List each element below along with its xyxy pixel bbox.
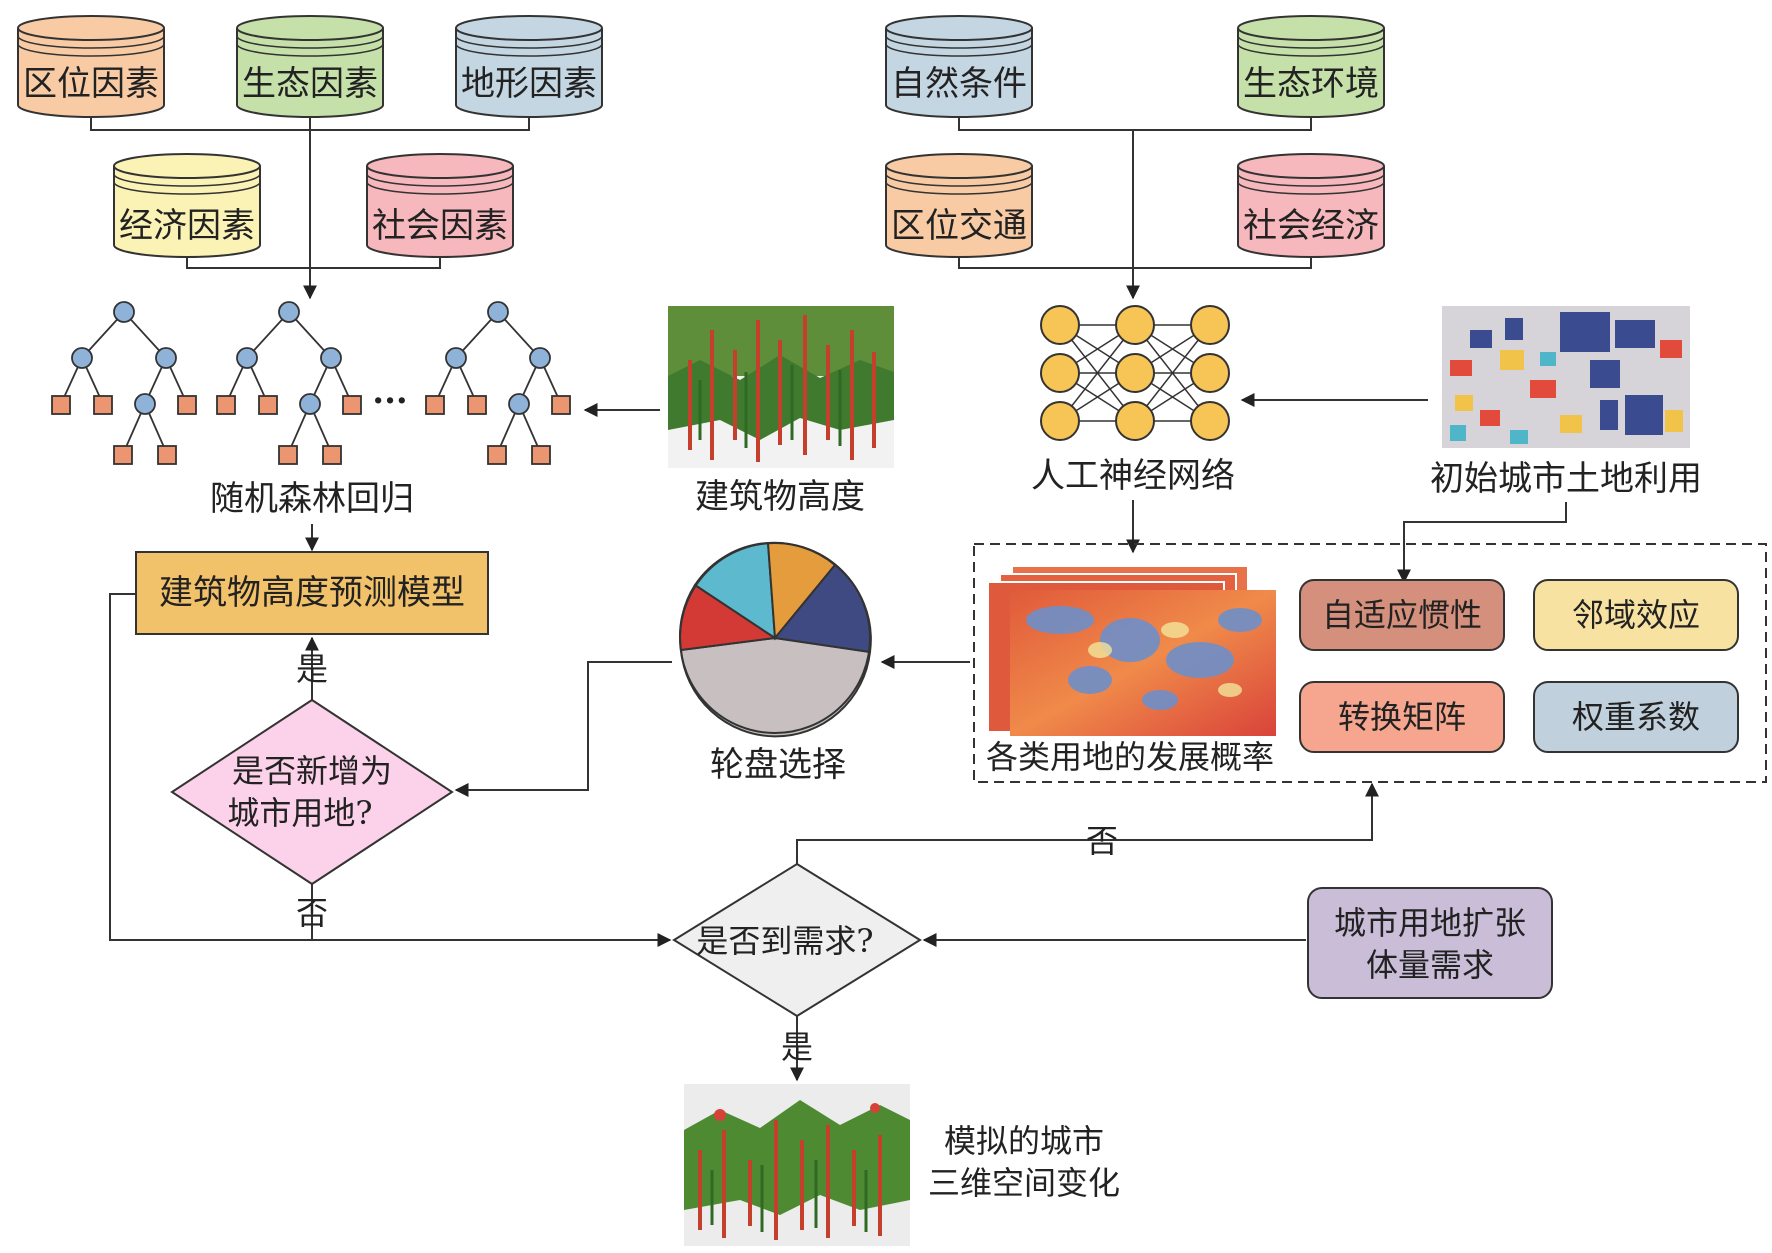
arrow-no-to-factors <box>796 782 1379 864</box>
cylinder-economy-factor: 经济因素 <box>113 153 261 258</box>
roulette-label: 轮盘选择 <box>710 745 846 785</box>
weight-coef-label: 权重系数 <box>1572 698 1700 736</box>
transition-matrix-label: 转换矩阵 <box>1338 698 1466 736</box>
new-urban-land-decision: 是否新增为 城市用地? <box>170 698 454 886</box>
random-forest-trees: ··· <box>51 301 571 465</box>
probability-heatmaps <box>987 565 1276 736</box>
cylinder-label: 自然条件 <box>891 64 1027 104</box>
no-branch-connectors <box>109 593 672 947</box>
demand-decision: 是否到需求? <box>672 862 922 1018</box>
adaptive-inertia-box: 自适应惯性 <box>1299 579 1505 651</box>
probability-container <box>973 543 1767 783</box>
expansion-demand-box: 城市用地扩张 体量需求 <box>1307 887 1553 999</box>
building-height-label: 建筑物高度 <box>695 477 865 517</box>
arrow-landuse-to-factors <box>1397 502 1567 584</box>
neighborhood-effect-box: 邻域效应 <box>1533 579 1739 651</box>
neural-network-icon <box>1040 305 1230 441</box>
no-label-lower-left: 否 <box>296 894 328 932</box>
expansion-line1: 城市用地扩张 <box>1334 904 1526 942</box>
cylinder-ecological-environment: 生态环境 <box>1237 15 1385 118</box>
initial-landuse-label: 初始城市土地利用 <box>1430 459 1702 499</box>
yes-label-upper: 是 <box>296 650 328 688</box>
roulette-pie <box>679 541 872 738</box>
decision-tree-1 <box>51 301 197 465</box>
height-prediction-model-box: 建筑物高度预测模型 <box>135 551 489 635</box>
cylinder-terrain-factor: 地形因素 <box>455 15 603 118</box>
right-factor-connectors <box>958 117 1312 300</box>
cylinder-label: 地形因素 <box>461 64 597 104</box>
yes-label-lower: 是 <box>781 1028 813 1066</box>
weight-coefficient-box: 权重系数 <box>1533 681 1739 753</box>
cylinder-location-factor: 区位因素 <box>17 15 165 118</box>
cylinder-label: 经济因素 <box>119 206 255 246</box>
no-label-upper: 否 <box>1086 822 1118 860</box>
demand-q-label: 是否到需求? <box>696 922 873 960</box>
cylinder-label: 社会经济 <box>1243 206 1379 246</box>
dev-prob-label: 各类用地的发展概率 <box>986 738 1274 776</box>
neighborhood-label: 邻域效应 <box>1572 596 1700 634</box>
cylinder-label: 生态因素 <box>242 64 378 104</box>
cylinder-label: 区位因素 <box>23 64 159 104</box>
simulated-line2: 三维空间变化 <box>928 1164 1120 1202</box>
pie-slice-gray <box>679 636 872 738</box>
cylinder-society-factor: 社会因素 <box>366 153 514 258</box>
decision-tree-2 <box>216 301 362 465</box>
arrow-roulette-to-diamond <box>454 661 672 797</box>
adaptive-inertia-label: 自适应惯性 <box>1322 596 1482 634</box>
cylinder-location-traffic: 区位交通 <box>885 153 1033 258</box>
new-urban-q-line1: 是否新增为 <box>232 752 392 790</box>
cylinder-ecology-factor: 生态因素 <box>236 15 384 118</box>
cylinder-label: 区位交通 <box>891 206 1027 246</box>
building-height-image <box>668 306 894 468</box>
random-forest-label: 随机森林回归 <box>210 479 414 519</box>
cylinder-socio-economy: 社会经济 <box>1237 153 1385 258</box>
tree-ellipsis: ··· <box>372 381 408 421</box>
cylinder-label: 社会因素 <box>372 206 508 246</box>
left-factor-connectors <box>90 117 530 300</box>
decision-tree-3 <box>425 301 571 465</box>
height-model-label: 建筑物高度预测模型 <box>159 573 465 613</box>
simulated-3d-city-image <box>684 1084 910 1246</box>
simulated-line1: 模拟的城市 <box>944 1122 1104 1160</box>
new-urban-q-line2: 城市用地? <box>227 794 372 832</box>
cylinder-natural-conditions: 自然条件 <box>885 15 1033 118</box>
initial-landuse-map <box>1442 306 1690 448</box>
ann-label: 人工神经网络 <box>1031 456 1235 496</box>
transition-matrix-box: 转换矩阵 <box>1299 681 1505 753</box>
cylinder-label: 生态环境 <box>1243 64 1379 104</box>
expansion-line2: 体量需求 <box>1366 946 1494 984</box>
